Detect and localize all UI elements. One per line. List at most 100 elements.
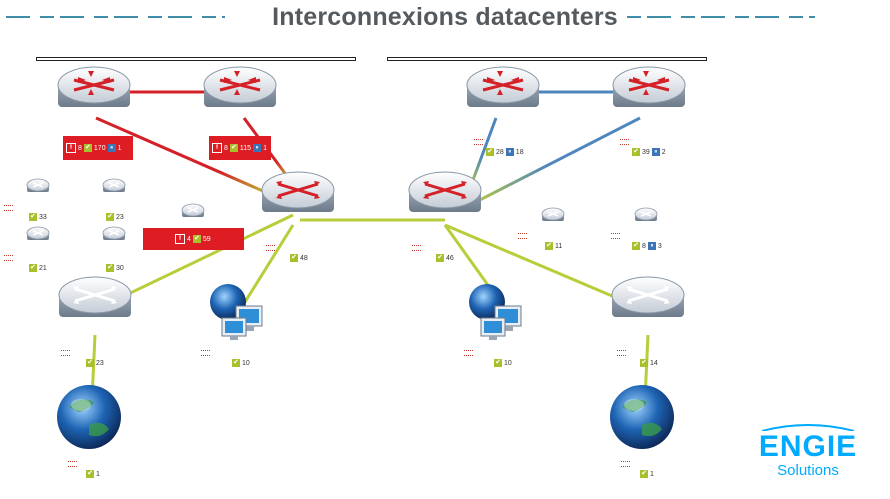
ok-count: 39 [642, 148, 650, 156]
device-label-marker [617, 350, 626, 356]
device-label-marker [68, 461, 77, 467]
title-bar: Interconnexions datacenters [0, 0, 890, 36]
ok-count: 10 [242, 359, 250, 367]
alert-count: 8 [224, 144, 228, 152]
ok-count: 11 [555, 242, 563, 250]
ok-icon: ✔ [632, 242, 640, 250]
status-badge-globe-left[interactable]: ✔1 [86, 470, 100, 478]
datacenter-right-bar [387, 57, 707, 61]
ok-count: 33 [39, 213, 47, 221]
ok-count: 48 [300, 254, 308, 262]
ok-count: 59 [202, 235, 211, 243]
ok-icon: ✔ [106, 213, 114, 221]
device-label-marker [412, 245, 421, 251]
alert-icon: ‼ [175, 234, 185, 244]
pause-icon: ⏸ [253, 144, 262, 152]
router-icon[interactable] [611, 65, 687, 109]
alert-panel-mini-router[interactable]: ‼ 4 ✔ 59 [143, 228, 244, 250]
status-badge-mini-2[interactable]: ✔23 [106, 213, 124, 221]
status-badge-router-3[interactable]: ✔28 ⏸18 [486, 148, 524, 156]
mini-router-icon[interactable] [634, 207, 658, 222]
pause-icon: ⏸ [505, 148, 514, 156]
engie-logo: ENGIE Solutions [752, 423, 864, 483]
status-badge-ws-right[interactable]: ✔10 [494, 359, 512, 367]
alert-icon: ‼ [212, 143, 222, 153]
ok-count: 1 [650, 470, 654, 478]
ok-icon: ✔ [640, 359, 648, 367]
internet-globe-icon[interactable] [57, 385, 121, 449]
mini-router-icon[interactable] [541, 207, 565, 222]
internet-globe-icon[interactable] [610, 385, 674, 449]
status-badge-mini-4[interactable]: ✔30 [106, 264, 124, 272]
alert-count: 4 [187, 235, 191, 243]
status-badge-core-left[interactable]: ✔48 [290, 254, 308, 262]
ok-count: 23 [96, 359, 104, 367]
alert-icon: ‼ [66, 143, 76, 153]
pause-icon: ⏸ [107, 144, 116, 152]
mini-router-icon[interactable] [102, 178, 126, 193]
ok-icon: ✔ [232, 359, 240, 367]
ok-icon: ✔ [290, 254, 298, 262]
alert-panel-router-1[interactable]: ‼ 8 ✔ 170 ⏸ 1 [63, 136, 133, 160]
ok-icon: ✔ [29, 213, 37, 221]
mini-router-icon[interactable] [102, 226, 126, 241]
ok-count: 1 [96, 470, 100, 478]
link-r1-core [95, 116, 273, 197]
workstations-icon[interactable] [468, 283, 522, 341]
ok-count: 30 [116, 264, 124, 272]
logo-sub: Solutions [777, 462, 839, 479]
mini-router-icon[interactable] [181, 203, 205, 218]
link-core-r4 [469, 116, 641, 207]
ok-icon: ✔ [86, 359, 94, 367]
pause-count: 3 [657, 242, 662, 250]
router-icon[interactable] [56, 65, 132, 109]
status-badge-globe-right[interactable]: ✔1 [640, 470, 654, 478]
link-core-r3 [468, 117, 498, 189]
core-switch-icon[interactable] [407, 170, 483, 214]
device-label-marker [620, 139, 629, 145]
device-label-marker [61, 350, 70, 356]
ok-count: 21 [39, 264, 47, 272]
switch-icon[interactable] [57, 275, 133, 319]
router-icon[interactable] [465, 65, 541, 109]
pause-count: 1 [263, 144, 267, 152]
status-badge-core-right[interactable]: ✔46 [436, 254, 454, 262]
pause-icon: ⏸ [651, 148, 660, 156]
ok-icon: ✔ [494, 359, 502, 367]
logo-arc [761, 424, 855, 431]
ok-count: 115 [239, 144, 252, 152]
device-label-marker [621, 461, 630, 467]
ok-icon: ✔ [86, 470, 94, 478]
device-label-marker [201, 350, 210, 356]
mini-router-icon[interactable] [26, 226, 50, 241]
device-label-marker [474, 139, 483, 145]
status-badge-switch-right[interactable]: ✔14 [640, 359, 658, 367]
ok-icon: ✔ [229, 144, 238, 152]
mini-router-icon[interactable] [26, 178, 50, 193]
device-label-marker [464, 350, 473, 356]
status-badge-ws-left[interactable]: ✔10 [232, 359, 250, 367]
status-badge-mini-r2[interactable]: ✔8 ⏸3 [632, 242, 662, 250]
link-core-ws-left [243, 224, 295, 303]
title-decoration [6, 16, 815, 18]
status-badge-mini-r1[interactable]: ✔11 [545, 242, 562, 250]
workstations-icon[interactable] [209, 283, 263, 341]
core-switch-icon[interactable] [260, 170, 336, 214]
status-badge-mini-1[interactable]: ✔33 [29, 213, 47, 221]
ok-count: 10 [504, 359, 512, 367]
alert-panel-router-2[interactable]: ‼ 8 ✔ 115 ⏸ 1 [209, 136, 271, 160]
ok-icon: ✔ [486, 148, 494, 156]
status-badge-router-4[interactable]: ✔39 ⏸2 [632, 148, 666, 156]
device-label-marker [266, 245, 275, 251]
status-badge-switch-left[interactable]: ✔23 [86, 359, 104, 367]
ok-icon: ✔ [640, 470, 648, 478]
alert-count: 8 [78, 144, 82, 152]
router-icon[interactable] [202, 65, 278, 109]
pause-count: 18 [515, 148, 524, 156]
switch-icon[interactable] [610, 275, 686, 319]
device-label-marker [4, 205, 13, 211]
ok-count: 8 [642, 242, 646, 250]
ok-icon: ✔ [436, 254, 444, 262]
ok-icon: ✔ [83, 144, 92, 152]
status-badge-mini-3[interactable]: ✔21 [29, 264, 47, 272]
